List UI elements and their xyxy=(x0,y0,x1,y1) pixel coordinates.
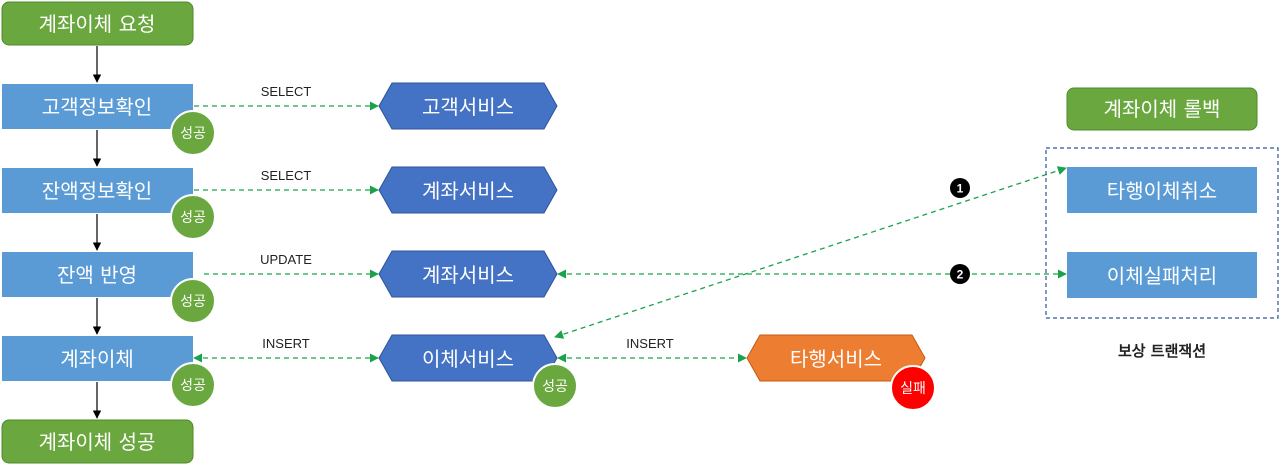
service-label: 이체서비스 xyxy=(422,347,514,371)
success-badge: 성공 xyxy=(170,110,216,156)
edge-label-insert-1: INSERT xyxy=(262,336,309,351)
svg-text:성공: 성공 xyxy=(180,210,206,226)
success-badge: 성공 xyxy=(532,363,578,409)
service-label: 계좌서비스 xyxy=(422,263,514,287)
service-calls xyxy=(193,101,1067,363)
flow-step-customer-check: 고객정보확인 xyxy=(2,84,193,129)
fail-badge: 실패 xyxy=(890,365,936,411)
flow-step-label: 잔액정보확인 xyxy=(42,179,152,203)
rollback-cancel-interbank: 타행이체취소 xyxy=(1067,167,1257,213)
rollback-item-label: 타행이체취소 xyxy=(1107,179,1217,203)
service-label: 타행서비스 xyxy=(790,347,882,371)
flow-step-balance-check: 잔액정보확인 xyxy=(2,168,193,213)
svg-text:성공: 성공 xyxy=(180,126,206,142)
svg-text:2: 2 xyxy=(957,268,964,282)
service-label: 고객서비스 xyxy=(422,95,514,119)
edge-label-select-2: SELECT xyxy=(261,168,312,183)
service-transfer: 이체서비스 xyxy=(378,334,558,382)
rollback-title-node: 계좌이체 롤백 xyxy=(1066,87,1258,131)
rollback-item-label: 이체실패처리 xyxy=(1107,264,1217,288)
svg-text:1: 1 xyxy=(957,182,964,196)
rollback-mark-failed: 이체실패처리 xyxy=(1067,252,1257,298)
service-account: 계좌서비스 xyxy=(378,166,558,214)
svg-text:성공: 성공 xyxy=(180,378,206,394)
flow-step-transfer: 계좌이체 xyxy=(2,336,193,381)
edge-rollback-1 xyxy=(554,166,1067,339)
service-account: 계좌서비스 xyxy=(378,250,558,298)
flow-end-node: 계좌이체 성공 xyxy=(1,419,194,464)
flow-start-label: 계좌이체 요청 xyxy=(39,12,156,36)
compensation-group xyxy=(1045,147,1279,319)
edge-label-select-1: SELECT xyxy=(261,84,312,99)
flow-step-label: 고객정보확인 xyxy=(42,95,152,119)
edge-label-insert-2: INSERT xyxy=(626,336,673,351)
svg-text:성공: 성공 xyxy=(180,294,206,310)
svg-text:실패: 실패 xyxy=(900,381,926,397)
edge-labels: SELECT SELECT UPDATE INSERT INSERT xyxy=(260,84,674,351)
flow-step-label: 계좌이체 xyxy=(60,347,134,371)
success-badge: 성공 xyxy=(170,278,216,324)
rollback-step-marker: 2 xyxy=(950,264,970,284)
flow-start-node: 계좌이체 요청 xyxy=(1,1,194,46)
svg-text:성공: 성공 xyxy=(542,379,568,395)
success-badge: 성공 xyxy=(170,194,216,240)
compensation-caption: 보상 트랜잭션 xyxy=(1118,342,1206,360)
flow-step-balance-update: 잔액 반영 xyxy=(2,252,193,297)
service-label: 계좌서비스 xyxy=(422,179,514,203)
flow-end-label: 계좌이체 성공 xyxy=(39,430,156,454)
flow-step-label: 잔액 반영 xyxy=(57,263,137,287)
service-customer: 고객서비스 xyxy=(378,82,558,130)
rollback-title: 계좌이체 롤백 xyxy=(1104,97,1221,121)
edge-label-update: UPDATE xyxy=(260,252,312,267)
rollback-step-marker: 1 xyxy=(950,178,970,198)
success-badge: 성공 xyxy=(170,362,216,408)
